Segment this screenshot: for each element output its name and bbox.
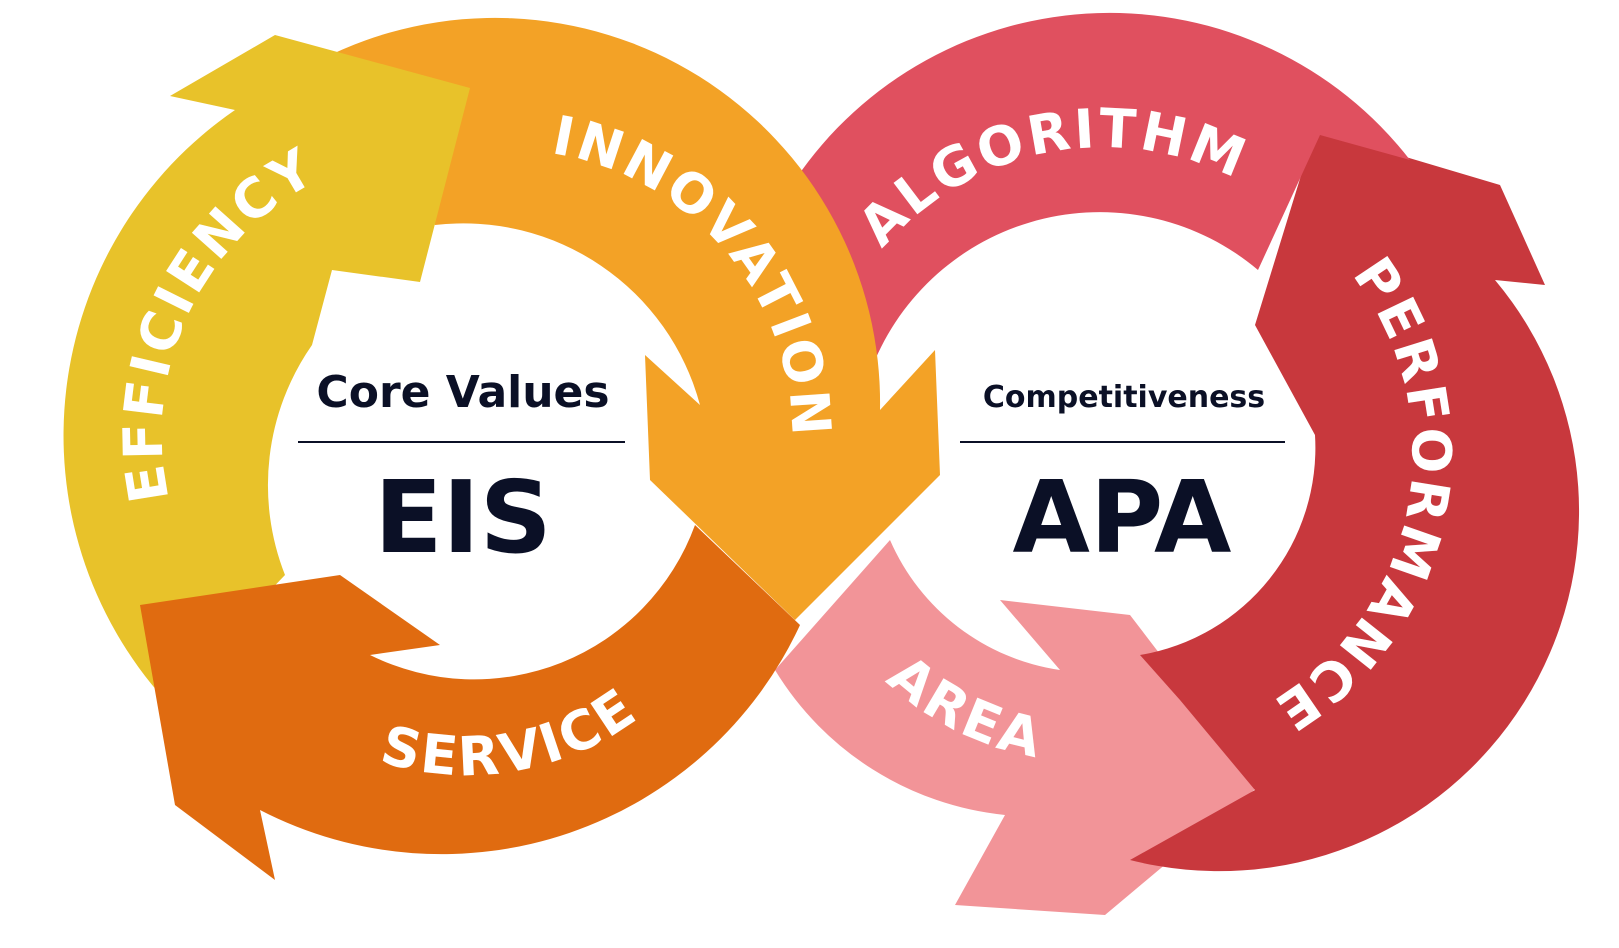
area-arc-segment <box>775 540 1260 915</box>
right-cycle <box>775 12 1580 915</box>
innovation-arc-segment <box>320 17 940 620</box>
right-center-abbr: APA <box>1013 459 1232 576</box>
left-center-abbr: EIS <box>374 459 552 576</box>
service-arc-segment <box>140 525 800 880</box>
left-center-title: Core Values <box>316 367 609 418</box>
left-cycle <box>63 17 940 880</box>
right-center: Competitiveness APA <box>960 380 1285 576</box>
efficiency-arc-segment <box>63 35 471 700</box>
performance-arc-segment <box>1130 130 1580 872</box>
left-center: Core Values EIS <box>298 367 625 576</box>
right-center-title: Competitiveness <box>983 380 1265 415</box>
algorithm-arc-segment <box>795 12 1410 380</box>
